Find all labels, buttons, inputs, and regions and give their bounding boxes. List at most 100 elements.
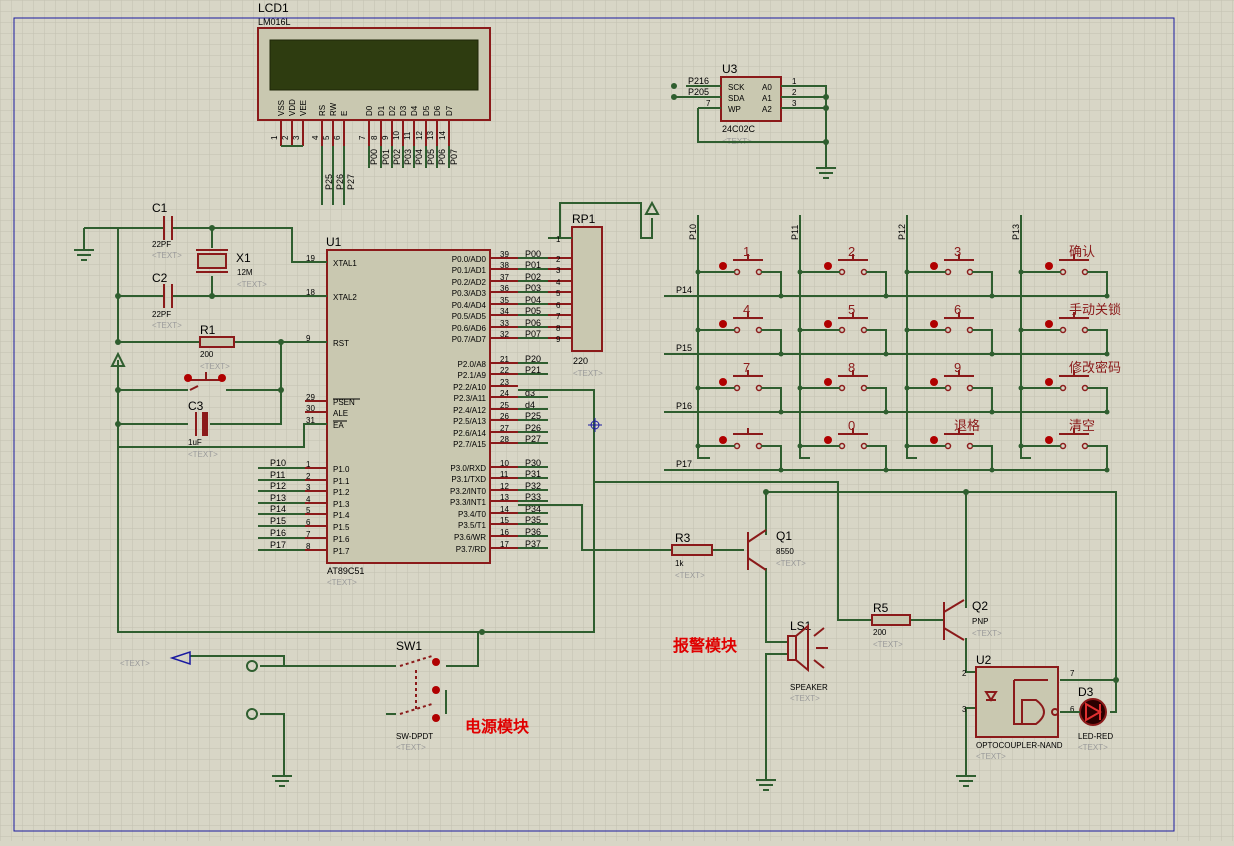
keypad-key[interactable]: 3 [904, 244, 995, 299]
keypad-key[interactable]: 6 [904, 302, 995, 357]
terminal-text-placeholder: <TEXT> [120, 659, 150, 668]
mcu-net-label: P01 [525, 260, 541, 270]
mcu-pin-number: 33 [500, 319, 509, 328]
key-contact-icon [719, 436, 727, 444]
keypad-key[interactable]: 4 [695, 302, 784, 357]
lcd-pin-number: 4 [311, 135, 320, 140]
lcd-pin-name: D4 [410, 105, 419, 116]
mcu-net-label: P34 [525, 504, 541, 514]
r1-value: 200 [200, 350, 214, 359]
mcu-pin-name: P3.2/INT0 [450, 487, 487, 496]
eeprom-ref: U3 [722, 62, 738, 76]
speaker-ls1[interactable]: LS1 SPEAKER <TEXT> [787, 619, 828, 703]
optocoupler-u2[interactable]: U2 2 3 7 6 OPTOCOUPLER-NAND <TEXT> [962, 653, 1075, 761]
keypad-key-label: 9 [954, 360, 961, 375]
eeprom-net-label: P216 [688, 76, 709, 86]
mcu-pin-number: 28 [500, 435, 509, 444]
eeprom-pin-number: 3 [792, 99, 797, 108]
mcu-pin-number: 36 [500, 284, 509, 293]
mcu-pin-name: P1.5 [333, 523, 350, 532]
mcu-pin-number: 35 [500, 296, 509, 305]
c2-ref: C2 [152, 271, 168, 285]
sw1-text-placeholder: <TEXT> [396, 743, 426, 752]
lcd-part: LM016L [258, 17, 291, 27]
keypad-key[interactable]: 8 [797, 360, 889, 415]
eeprom-body [720, 76, 782, 122]
mcu-pin-number: 27 [500, 424, 509, 433]
lcd-net-label: P06 [437, 149, 447, 165]
keypad-key[interactable]: 修改密码 [1018, 360, 1122, 415]
keypad-key[interactable]: 清空 [1018, 418, 1110, 473]
keypad-key[interactable]: 退格 [904, 418, 995, 473]
mcu-net-label: P31 [525, 469, 541, 479]
lcd-ref: LCD1 [258, 1, 289, 15]
mcu-pin-number: 13 [500, 493, 509, 502]
rp1-pin-number: 9 [556, 335, 561, 344]
lcd-pin-number: 3 [292, 135, 301, 140]
rp1-pin-number: 5 [556, 289, 561, 298]
c1-text-placeholder: <TEXT> [152, 251, 182, 260]
keypad-key[interactable]: 确认 [1018, 244, 1110, 299]
eeprom-pin-name: A0 [762, 83, 772, 92]
mcu-pin-name: P2.1/A9 [458, 371, 487, 380]
keypad-key[interactable]: 5 [797, 302, 889, 357]
keypad-col-net: P12 [897, 224, 907, 240]
transistor-q2[interactable]: R5 200 <TEXT> Q2 PNP <TEXT> [871, 599, 1002, 649]
mcu-pin-number: 12 [500, 482, 509, 491]
lcd-pin-name: D1 [377, 105, 386, 116]
led-d3[interactable]: D3 LED-RED <TEXT> [1060, 685, 1113, 752]
mcu-pin-name: P0.7/AD7 [452, 335, 487, 344]
lcd-lm016l[interactable]: LCD1 LM016L <TEXT> VSS1VDD2VEE3RS4RW5E6D… [257, 1, 491, 205]
keypad-col-net: P10 [688, 224, 698, 240]
keypad-key[interactable]: 7 [695, 360, 784, 415]
resistor-icon [671, 544, 713, 556]
resistor-icon [199, 336, 235, 348]
keypad-key[interactable]: 2 [797, 244, 889, 299]
r1-ref: R1 [200, 323, 216, 337]
key-contact-icon [930, 262, 938, 270]
key-contact-icon [824, 436, 832, 444]
lcd-net-label: P00 [369, 149, 379, 165]
mcu-pin-name: RST [333, 339, 349, 348]
keypad-key[interactable]: 1 [695, 244, 784, 299]
c1-ref: C1 [152, 201, 168, 215]
mcu-net-label: P20 [525, 354, 541, 364]
mcu-net-label: P11 [270, 470, 285, 480]
keypad-key[interactable]: 9 [904, 360, 995, 415]
r5-value: 200 [873, 628, 887, 637]
mcu-pin-number: 7 [306, 530, 311, 539]
sheet-border [13, 17, 1175, 832]
rp1-pin-number: 6 [556, 301, 561, 310]
mcu-body [326, 249, 491, 564]
mcu-pin-name: P2.3/A11 [454, 394, 487, 403]
lcd-pins: VSS1VDD2VEE3RS4RW5E6D07D18D29D310D411D51… [270, 99, 454, 147]
rp1-pin-number: 8 [556, 324, 561, 333]
lcd-pin-number: 8 [370, 135, 379, 140]
mcu-pin-number: 10 [500, 459, 509, 468]
switch-contact-icon [432, 686, 440, 694]
keypad-key[interactable]: 0 [797, 418, 889, 473]
u2-text-placeholder: <TEXT> [976, 752, 1006, 761]
r3-text-placeholder: <TEXT> [675, 571, 705, 580]
mcu-pin-name: P0.4/AD4 [452, 301, 487, 310]
eeprom-part: 24C02C [722, 124, 756, 134]
capacitor-icon [163, 216, 173, 308]
mcu-pin-number: 30 [306, 404, 315, 413]
power-switch-sw1[interactable]: SW1 SW-DPDT <TEXT> <TEXT> [120, 632, 479, 787]
keypad-key[interactable]: 手动关锁 [1018, 302, 1122, 357]
mcu-at89c51[interactable]: U1 AT89C51 <TEXT> 19XTAL118XTAL29RST29PS… [258, 235, 548, 587]
rp1-body [571, 226, 603, 352]
keypad-row-net: P15 [676, 343, 692, 353]
q2-text-placeholder: <TEXT> [972, 629, 1002, 638]
mcu-net-label: P35 [525, 515, 541, 525]
mcu-pin-name: P3.7/RD [456, 545, 486, 554]
transistor-q1[interactable]: R3 1k <TEXT> Q1 8550 <TEXT> [671, 529, 806, 580]
mcu-net-label: P12 [270, 481, 286, 491]
pnp-transistor-icon [747, 529, 767, 571]
keypad-key[interactable] [695, 428, 784, 473]
u2-pin-6: 6 [1070, 705, 1075, 714]
eeprom-pin-number: 7 [706, 99, 711, 108]
